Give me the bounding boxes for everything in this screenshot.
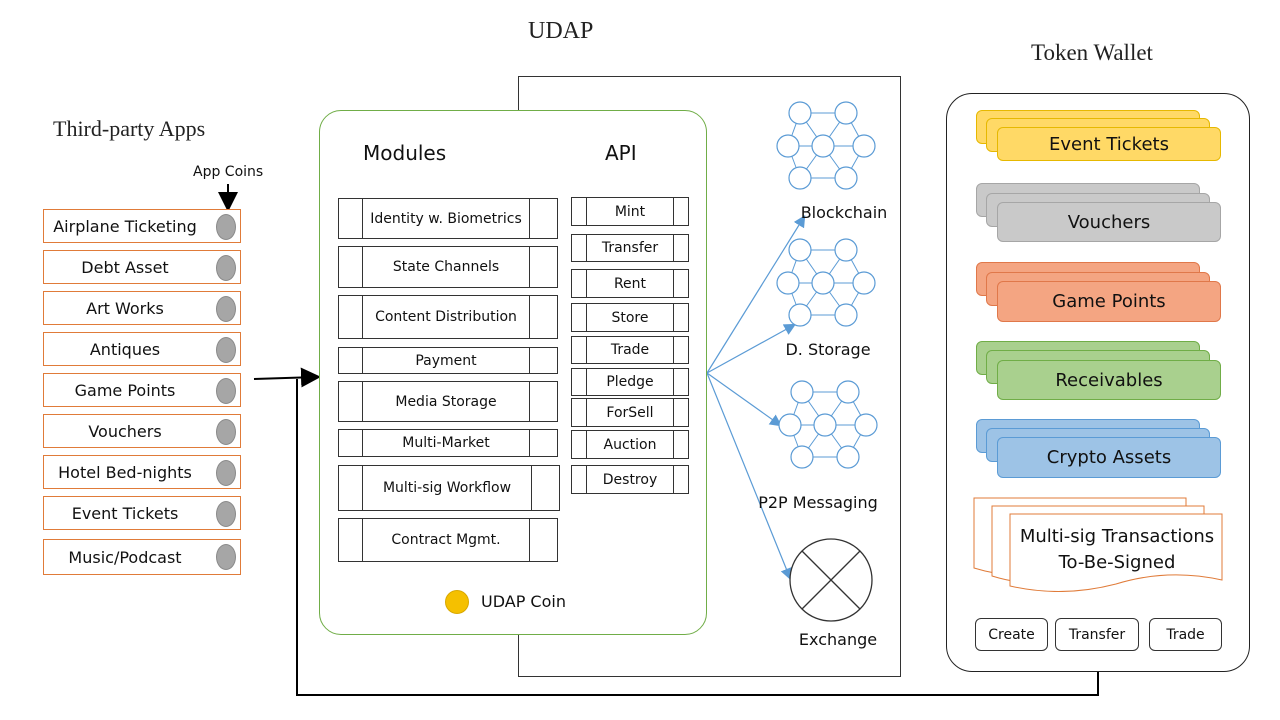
api-forsell: ForSell (571, 398, 689, 427)
udap-coin-icon (445, 590, 469, 614)
app-item-music: Music/Podcast (43, 539, 241, 575)
arrow-to-storage (706, 323, 797, 374)
app-coin-icon (216, 460, 236, 486)
app-coin-icon (216, 337, 236, 363)
app-coin-icon (216, 214, 236, 240)
wallet-card-crypto-assets[interactable]: Crypto Assets (997, 437, 1221, 478)
app-coin-icon (216, 501, 236, 527)
app-item-antiques: Antiques (43, 332, 241, 366)
wallet-card-event-tickets[interactable]: Event Tickets (997, 127, 1221, 161)
third-party-title: Third-party Apps (53, 116, 206, 141)
p2p-network-icon (778, 380, 878, 469)
module-identity: Identity w. Biometrics (338, 198, 558, 239)
module-state-channels: State Channels (338, 246, 558, 288)
api-pledge: Pledge (571, 368, 689, 396)
trade-button[interactable]: Trade (1149, 618, 1222, 651)
udap-title: UDAP (528, 18, 594, 44)
modules-heading: Modules (363, 141, 447, 165)
storage-label: D. Storage (785, 340, 871, 359)
wallet-loop-line (296, 379, 1099, 696)
transfer-button[interactable]: Transfer (1055, 618, 1139, 651)
p2p-label: P2P Messaging (758, 493, 878, 512)
module-content-distribution: Content Distribution (338, 295, 558, 339)
arrow-to-exchange (706, 372, 792, 581)
app-item-art-works: Art Works (43, 291, 241, 325)
api-transfer: Transfer (571, 234, 689, 262)
create-button[interactable]: Create (975, 618, 1048, 651)
blockchain-label: Blockchain (800, 203, 888, 222)
api-mint: Mint (571, 197, 689, 226)
app-coin-icon (216, 419, 236, 445)
module-multisig-workflow: Multi-sig Workflow (338, 465, 560, 511)
app-item-hotel: Hotel Bed-nights (43, 455, 241, 489)
wallet-card-game-points[interactable]: Game Points (997, 281, 1221, 322)
multisig-text: Multi-sig Transactions To-Be-Signed (1019, 526, 1215, 573)
api-rent: Rent (571, 269, 689, 298)
exchange-label: Exchange (798, 630, 878, 649)
api-destroy: Destroy (571, 465, 689, 494)
arrow-to-p2p (706, 372, 782, 427)
storage-network-icon (776, 238, 876, 327)
api-trade: Trade (571, 336, 689, 364)
module-contract-mgmt: Contract Mgmt. (338, 518, 558, 562)
exchange-icon (789, 538, 873, 622)
token-wallet-title: Token Wallet (1031, 40, 1153, 65)
app-coin-icon (216, 255, 236, 281)
module-multi-market: Multi-Market (338, 429, 558, 457)
api-auction: Auction (571, 430, 689, 459)
udap-coin-label: UDAP Coin (481, 592, 566, 611)
wallet-card-vouchers[interactable]: Vouchers (997, 202, 1221, 242)
app-item-vouchers: Vouchers (43, 414, 241, 448)
module-media-storage: Media Storage (338, 381, 558, 422)
app-coin-icon (216, 544, 236, 570)
module-payment: Payment (338, 347, 558, 374)
app-item-event-tickets: Event Tickets (43, 496, 241, 530)
app-item-debt-asset: Debt Asset (43, 250, 241, 284)
app-item-game-points: Game Points (43, 373, 241, 407)
blockchain-network-icon (776, 101, 876, 190)
apps-to-udap-arrow (253, 367, 321, 388)
arrow-to-blockchain (706, 214, 806, 374)
app-coin-icon (216, 378, 236, 404)
app-item-airplane: Airplane Ticketing (43, 209, 241, 243)
app-coins-label: App Coins (193, 164, 264, 180)
api-store: Store (571, 303, 689, 332)
app-coin-icon (216, 296, 236, 322)
api-heading: API (605, 141, 637, 165)
wallet-card-receivables[interactable]: Receivables (997, 360, 1221, 400)
multisig-doc-stack (973, 497, 1223, 592)
